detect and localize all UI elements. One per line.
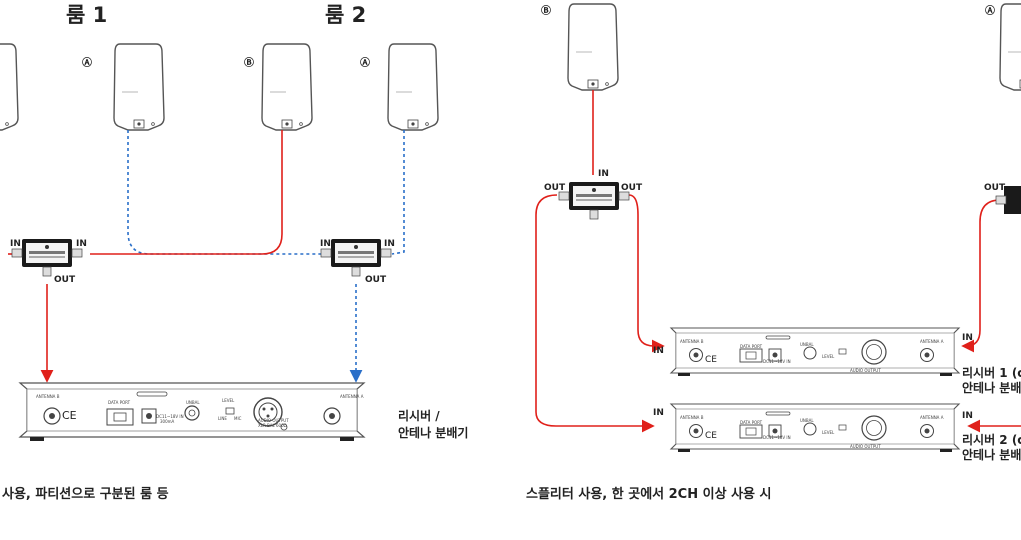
- receiver-right-1: [670, 327, 960, 377]
- splitter-b-out-right: OUT: [621, 183, 643, 193]
- splitter1-in-right: IN: [76, 239, 87, 249]
- receiver2-label-1: 리시버 2 (cl: [962, 432, 1021, 447]
- cable-red-room2: [90, 130, 283, 255]
- rx2-dc: DC11~18V IN: [763, 435, 791, 440]
- rx2-audio-output: AUDIO OUTPUT: [850, 444, 881, 449]
- rx1-dc: DC11~18V IN: [763, 359, 791, 364]
- receiver-label-1: 리시버 /: [398, 408, 440, 423]
- rx-level: LEVEL: [222, 398, 235, 403]
- rx2-level: LEVEL: [822, 430, 835, 435]
- receiver1-label-2: 안테나 분배: [962, 380, 1021, 395]
- antenna-partial-left: [0, 43, 19, 131]
- rx2-antenna-a: ANTENNA A: [920, 415, 944, 420]
- antenna-room1-a: [113, 43, 165, 131]
- rx-unbal: UNBAL: [186, 400, 200, 405]
- rx2-unbal: UNBAL: [800, 418, 814, 423]
- mark-b-top: Ⓑ: [541, 4, 551, 17]
- rx1-data-port: DATA PORT: [740, 344, 763, 349]
- rx-dc: DC11~18V IN: [156, 414, 184, 419]
- room1-label: 룸 1: [66, 3, 107, 27]
- mark-a-left: Ⓐ: [82, 56, 92, 69]
- room2-label: 룸 2: [325, 3, 366, 27]
- antenna-a-partial: [999, 3, 1021, 91]
- splitter2-out: OUT: [365, 275, 387, 285]
- rx-line: LINE: [218, 416, 227, 421]
- splitter2-in-left: IN: [320, 239, 331, 249]
- rx-mic: MIC: [234, 416, 242, 421]
- cable-red-to-receiver2: [535, 194, 655, 433]
- mark-b-left: Ⓑ: [244, 56, 254, 69]
- right-caption: 스플리터 사용, 한 곳에서 2CH 이상 사용 시: [526, 486, 772, 502]
- cable-blue-room1: [127, 130, 356, 255]
- rx1-level: LEVEL: [822, 354, 835, 359]
- antenna-room2-a: [387, 43, 439, 131]
- rx2-ce-mark: CE: [705, 431, 717, 441]
- splitter-a-out: OUT: [984, 183, 1006, 193]
- splitter1-out: OUT: [54, 275, 76, 285]
- rx1-in-right: IN: [962, 333, 973, 343]
- rx-audio-output: AUDIO OUTPUT: [258, 418, 289, 423]
- rx1-ce-mark: CE: [705, 355, 717, 365]
- rx2-antenna-b: ANTENNA B: [680, 415, 704, 420]
- rx1-antenna-a: ANTENNA A: [920, 339, 944, 344]
- rx-ma: 300mA: [160, 419, 175, 424]
- splitter-right-b: [558, 181, 630, 220]
- antenna-room2-b: [261, 43, 313, 131]
- splitter-b-out-left: OUT: [544, 183, 566, 193]
- receiver-right-2: [670, 403, 960, 453]
- receiver2-label-2: 안테나 분배: [962, 447, 1021, 462]
- rx-antenna-b: ANTENNA B: [36, 394, 60, 399]
- cable-blue-room2: [391, 130, 405, 255]
- mark-a-right: Ⓐ: [360, 56, 370, 69]
- splitter-room2: [320, 238, 392, 277]
- rx1-unbal: UNBAL: [800, 342, 814, 347]
- left-caption: 사용, 파티션으로 구분된 룸 등: [2, 486, 169, 502]
- receiver-label-2: 안테나 분배기: [398, 425, 468, 440]
- antenna-b-right: [567, 3, 619, 91]
- rx2-in-left: IN: [653, 408, 664, 418]
- splitter2-in-right: IN: [384, 239, 395, 249]
- rx1-audio-output: AUDIO OUTPUT: [850, 368, 881, 373]
- rx-antenna-a: ANTENNA A: [340, 394, 364, 399]
- cable-red-to-receiver1: [628, 194, 665, 353]
- splitter-b-in: IN: [598, 169, 609, 179]
- mark-a-top: Ⓐ: [985, 4, 995, 17]
- rx2-in-right: IN: [962, 411, 973, 421]
- rx1-in-left: IN: [653, 346, 664, 356]
- rx2-data-port: DATA PORT: [740, 420, 763, 425]
- rx1-antenna-b: ANTENNA B: [680, 339, 704, 344]
- rx-ce-mark: CE: [62, 409, 77, 422]
- cable-red-a-to-receiver1: [961, 199, 1001, 353]
- splitter-right-a-partial: [995, 186, 1021, 214]
- splitter-room1: [11, 238, 83, 277]
- receiver1-label-1: 리시버 1 (cl: [962, 365, 1021, 380]
- rx-data-port: DATA PORT: [108, 400, 131, 405]
- rx-xlr: XLR BAL 600Ω: [258, 423, 287, 428]
- splitter1-in-left: IN: [10, 239, 21, 249]
